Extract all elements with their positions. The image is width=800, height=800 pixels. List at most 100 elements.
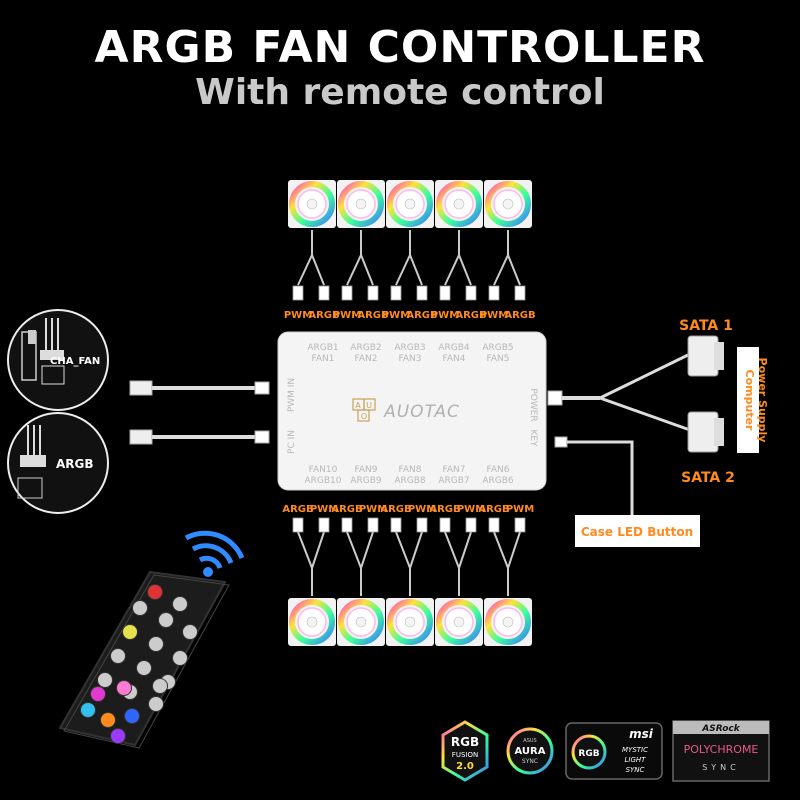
rgb-fusion-l3: 2.0 [456, 761, 474, 772]
controller-hub [277, 331, 547, 491]
top-connector-label: PWM [382, 310, 410, 321]
remote-button [136, 660, 152, 676]
bottom-wire [409, 531, 423, 569]
logo-letter: A [355, 401, 361, 410]
remote-button [158, 612, 174, 628]
top-connector [390, 285, 402, 301]
bottom-connector [390, 517, 402, 533]
top-connector [292, 285, 304, 301]
hub-top-port-label: ARGB4 [438, 343, 470, 353]
top-wire [409, 254, 423, 286]
hub-bottom-port-label: ARGB9 [350, 476, 382, 486]
hub-bottom-port-label: ARGB8 [394, 476, 426, 486]
remote-button [116, 680, 132, 696]
hub-top-port-label: ARGB3 [394, 343, 425, 353]
logo-letter: O [361, 412, 367, 421]
page-subtitle: With remote control [195, 72, 605, 113]
top-connector [514, 285, 526, 301]
bottom-wire [395, 531, 411, 596]
remote-button [90, 686, 106, 702]
remote-control [58, 570, 230, 749]
bottom-connector-label: ARGB [478, 504, 509, 515]
hub-top-port-label: FAN1 [312, 354, 335, 364]
power-supply-line2: Power Supply [756, 358, 769, 443]
top-wire [311, 254, 325, 286]
page-title: ARGB FAN CONTROLLER [94, 22, 706, 73]
hub-bottom-port-label: ARGB6 [482, 476, 514, 486]
top-wire [360, 254, 374, 286]
bottom-wire [346, 531, 362, 596]
pwm-in-port-label: PWM IN [287, 378, 297, 412]
top-connector [416, 285, 428, 301]
remote-button [110, 648, 126, 664]
top-connector [488, 285, 500, 301]
hub-top-port-label: ARGB2 [350, 343, 381, 353]
top-wire [493, 230, 509, 286]
hub-top-port-label: ARGB5 [482, 343, 513, 353]
asrock-polychrome-badge: ASRock POLYCHROME SYNC [672, 720, 770, 782]
bottom-wire [444, 531, 460, 596]
argb-label: ARGB [56, 457, 94, 471]
top-connector-label: ARGB [455, 310, 486, 321]
cha-fan-header-callout: CHA_FAN [7, 309, 109, 411]
msi-l2: LIGHT [625, 756, 647, 764]
remote-button [147, 584, 163, 600]
top-wire [297, 230, 313, 286]
power-port-label: POWER [528, 388, 538, 421]
hub-top-port-label: FAN4 [443, 354, 466, 364]
top-connector-label: PWM [480, 310, 508, 321]
sata2-label: SATA 2 [681, 470, 735, 486]
bottom-connector [292, 517, 304, 533]
top-wire [507, 254, 521, 286]
bottom-wire [458, 531, 472, 569]
argb-cable [129, 429, 270, 445]
bottom-connector-label: ARGB [331, 504, 362, 515]
msi-logo: msi [629, 727, 654, 741]
msi-l3: SYNC [626, 766, 645, 774]
remote-button [182, 624, 198, 640]
remote-button [122, 624, 138, 640]
logo-letter: U [366, 401, 372, 410]
top-connector [367, 285, 379, 301]
aura-sub: SYNC [522, 758, 538, 765]
wireless-signal-icon [184, 530, 245, 577]
sata1-label: SATA 1 [679, 318, 733, 334]
bottom-connector [465, 517, 477, 533]
aura-sync-badge: ASUS AURA SYNC [505, 720, 555, 782]
hub-bottom-port-label: FAN10 [309, 465, 338, 475]
fan-top-3 [386, 180, 434, 228]
pc-in-port-label: PC IN [287, 430, 297, 454]
hub-bottom-port-label: FAN6 [487, 465, 510, 475]
fan-bottom-3 [386, 598, 434, 646]
power-supply-line1: Computer [743, 370, 756, 432]
key-cable [554, 436, 634, 515]
bottom-connector [488, 517, 500, 533]
argb-header-callout: ARGB [7, 412, 109, 514]
remote-button [172, 596, 188, 612]
top-wire [346, 230, 362, 286]
auotac-logo: A U O [352, 398, 376, 422]
bottom-connector-label: PWM [310, 504, 338, 515]
top-connector-label: PWM [431, 310, 459, 321]
hub-top-port-label: FAN3 [399, 354, 422, 364]
bottom-wire [311, 531, 325, 569]
remote-button [152, 678, 168, 694]
top-connector [465, 285, 477, 301]
fan-bottom-2 [337, 598, 385, 646]
hub-bottom-port-label: FAN8 [399, 465, 422, 475]
asrock-sub: SYNC [702, 763, 740, 772]
remote-button [80, 702, 96, 718]
bottom-wire [360, 531, 374, 569]
bottom-connector [514, 517, 526, 533]
hub-top-port-label: FAN2 [355, 354, 378, 364]
hub-bottom-port-label: FAN7 [443, 465, 466, 475]
power-supply-box [737, 347, 759, 453]
fan-top-1 [288, 180, 336, 228]
bottom-connector [318, 517, 330, 533]
top-connector [341, 285, 353, 301]
remote-button [100, 712, 116, 728]
fan-top-2 [337, 180, 385, 228]
remote-button [110, 728, 126, 744]
bottom-wire [493, 531, 509, 596]
